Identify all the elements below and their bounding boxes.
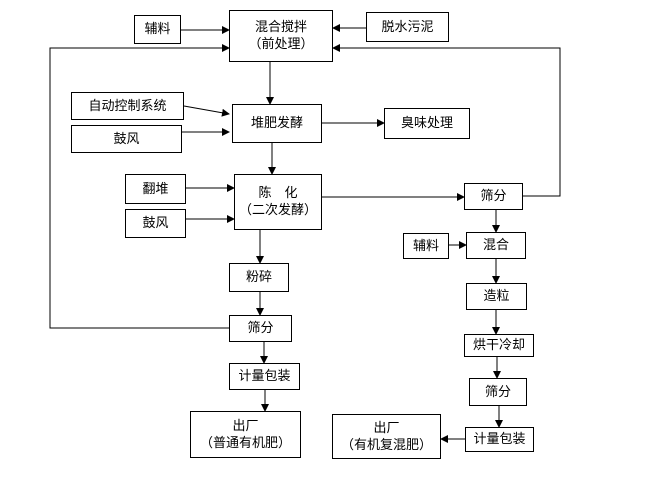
node-label: 鼓风: [113, 131, 140, 147]
node-label: 筛分: [480, 189, 507, 204]
node-screen-right-bottom: 筛分: [469, 378, 527, 406]
node-screen-left: 筛分: [229, 315, 292, 342]
node-label-line1: 陈 化: [258, 186, 298, 201]
node-label: 堆肥发酵: [250, 116, 303, 131]
node-blower-top: 鼓风: [71, 125, 182, 153]
node-mixing: 混合: [466, 232, 526, 259]
node-label: 翻堆: [142, 181, 169, 197]
node-granulation: 造粒: [466, 283, 527, 310]
node-pack-right: 计量包装: [465, 427, 534, 452]
node-turning: 翻堆: [125, 174, 186, 204]
node-label: 脱水污泥: [381, 19, 434, 35]
node-label: 计量包装: [473, 432, 526, 447]
node-out-right: 出厂 （有机复混肥）: [332, 414, 441, 459]
node-fuliao-right: 辅料: [403, 233, 449, 259]
node-label: 烘干冷却: [472, 338, 525, 353]
node-label: 臭味处理: [400, 116, 453, 131]
node-label: 混合: [482, 238, 509, 253]
node-label-line1: 混合搅拌: [254, 20, 307, 35]
arrow-screen-right-return-to-mix: [332, 44, 561, 197]
node-out-left: 出厂 （普通有机肥）: [190, 411, 301, 458]
node-label: 造粒: [483, 289, 510, 304]
node-label: 辅料: [144, 22, 171, 37]
node-label: 鼓风: [142, 216, 169, 231]
node-composting: 堆肥发酵: [232, 104, 322, 143]
node-label-line2: （二次发酵）: [238, 203, 317, 218]
node-odor: 臭味处理: [384, 108, 470, 139]
node-crushing: 粉碎: [229, 263, 289, 292]
node-fuliao-top: 辅料: [134, 15, 181, 44]
node-mix-pretreatment: 混合搅拌 （前处理）: [229, 10, 333, 62]
node-aging: 陈 化 （二次发酵）: [234, 174, 322, 230]
node-label: 筛分: [484, 384, 511, 400]
node-screen-right-top: 筛分: [464, 183, 523, 210]
node-label-line2: （普通有机肥）: [199, 435, 291, 451]
node-label: 筛分: [247, 321, 274, 336]
node-label: 计量包装: [238, 369, 291, 384]
node-auto-control: 自动控制系统: [71, 92, 184, 120]
node-label-line2: （有机复混肥）: [340, 437, 432, 453]
node-label: 粉碎: [245, 270, 272, 285]
node-label-line1: 出厂: [232, 418, 259, 434]
node-label: 辅料: [412, 238, 439, 254]
node-label-line1: 出厂: [373, 420, 400, 436]
node-pack-left: 计量包装: [229, 363, 300, 390]
node-label-line2: （前处理）: [248, 37, 314, 52]
node-label: 自动控制系统: [88, 98, 167, 114]
node-sludge: 脱水污泥: [366, 12, 449, 42]
node-dry-cool: 烘干冷却: [464, 334, 534, 357]
arrow-autocontrol-to-ferment: [183, 105, 230, 117]
node-blower-bottom: 鼓风: [125, 209, 186, 238]
arrow-screen-left-return-to-mix: [49, 44, 230, 329]
